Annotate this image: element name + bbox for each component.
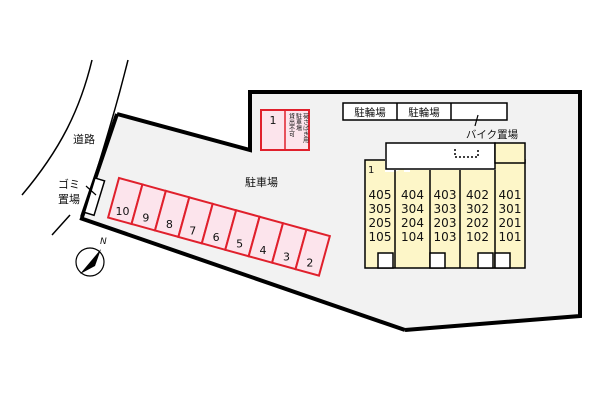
bicycle-parking: 駐輪場 駐輪場 バイク置場 <box>342 102 519 141</box>
parking-slot-number: 4 <box>260 244 267 257</box>
unit-number: 105 <box>369 230 392 244</box>
bicycle-label-1: 駐輪場 <box>354 106 386 119</box>
lot-boundary <box>116 90 582 332</box>
special-slot-note-1: 荷さばき用 <box>302 112 309 144</box>
special-slot-note-2: 駐車場 <box>295 112 302 132</box>
compass-arrow-icon <box>80 249 101 274</box>
parking-slots: 10 9 8 7 6 5 4 3 2 <box>106 176 332 277</box>
road-edge-lower <box>51 214 71 236</box>
garbage-label-2: 置場 <box>58 193 80 206</box>
entrance-box <box>477 252 494 269</box>
motorbike-label: バイク置場 <box>466 128 519 141</box>
parking-slot-number: 7 <box>189 224 196 237</box>
entrance-box <box>429 252 446 269</box>
garbage-pointer <box>85 185 97 196</box>
unit-number: 102 <box>466 230 489 244</box>
unit-number: 402 <box>466 188 489 202</box>
parking-slot-number: 5 <box>236 237 243 250</box>
parking-slot-number: 8 <box>166 218 173 231</box>
road-label: 道路 <box>73 132 95 146</box>
unit-number: 401 <box>499 188 522 202</box>
compass: N <box>75 237 107 277</box>
stair-label: 1 <box>368 165 374 176</box>
unit-number: 204 <box>401 216 424 230</box>
special-slot-note-3: 貸出不可 <box>288 112 295 137</box>
entrance-box <box>377 252 394 269</box>
special-slot-number: 1 <box>270 114 277 127</box>
compass-label: N <box>100 237 107 247</box>
unit-number: 101 <box>499 230 522 244</box>
lot-boundary-south <box>79 216 406 332</box>
unit-number: 303 <box>434 202 457 216</box>
parking-slot-number: 3 <box>283 250 290 263</box>
parking-label: 駐車場 <box>245 175 278 189</box>
unit-number: 205 <box>369 216 392 230</box>
unit-number: 405 <box>369 188 392 202</box>
unit-number: 201 <box>499 216 522 230</box>
road-edge-left <box>21 59 93 196</box>
unit-number: 302 <box>466 202 489 216</box>
unit-number: 103 <box>434 230 457 244</box>
parking-slot <box>294 228 332 277</box>
parking-slot-number: 9 <box>142 212 149 225</box>
unit-number: 305 <box>369 202 392 216</box>
unit-number: 202 <box>466 216 489 230</box>
unit-number: 203 <box>434 216 457 230</box>
parking-slot-number: 6 <box>213 231 220 244</box>
entrance-box <box>494 252 511 269</box>
unit-number: 104 <box>401 230 424 244</box>
unit-number: 301 <box>499 202 522 216</box>
garbage-label-1: ゴミ <box>58 177 80 191</box>
bicycle-label-2: 駐輪場 <box>408 106 440 119</box>
special-slot: 1 荷さばき用 駐車場 貸出不可 <box>260 109 310 151</box>
garbage-area <box>83 177 106 217</box>
unit-number: 404 <box>401 188 424 202</box>
parking-slot-number: 10 <box>115 205 129 218</box>
parking-slot-number: 2 <box>306 257 313 270</box>
unit-number: 304 <box>401 202 424 216</box>
unit-number: 403 <box>434 188 457 202</box>
